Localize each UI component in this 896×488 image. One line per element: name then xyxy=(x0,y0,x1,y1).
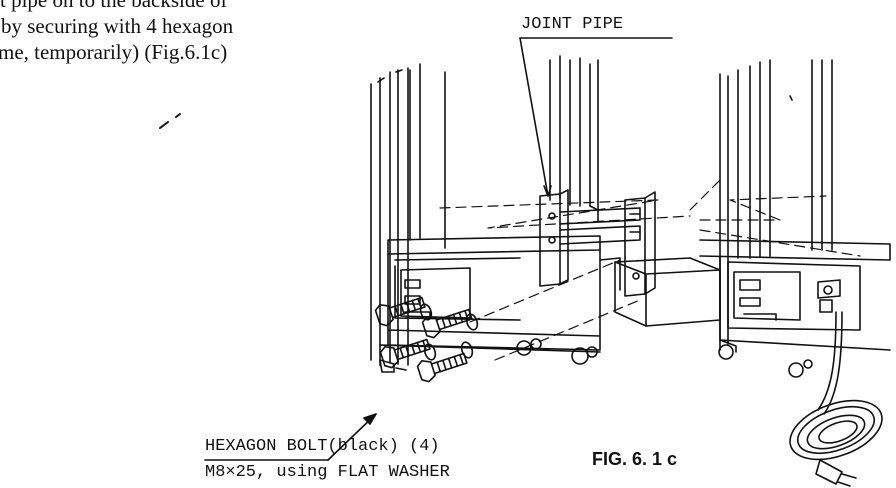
instruction-line-1: t pipe on to the backside of xyxy=(0,0,228,12)
hexagon-bolts xyxy=(374,296,479,383)
left-cabinet xyxy=(370,55,601,373)
figure-caption: FIG. 6. 1 c xyxy=(592,449,678,469)
right-cabinet xyxy=(699,59,891,378)
instruction-line-3: me, temporarily) (Fig.6.1c) xyxy=(0,40,228,64)
bolt-size-label: M8×25, using FLAT WASHER xyxy=(205,463,450,482)
instruction-line-2: by securing with 4 hexagon xyxy=(1,14,234,38)
hexagon-bolt-label: HEXAGON BOLT(black) (4) xyxy=(205,437,440,456)
joint-pipe-assembly xyxy=(539,189,656,297)
joint-pipe-leader xyxy=(519,37,549,197)
power-cord xyxy=(789,311,883,487)
instruction-text: t pipe on to the backside of by securing… xyxy=(0,0,233,65)
joint-pipe-label: JOINT PIPE xyxy=(521,15,624,34)
bolt-leader-arrow xyxy=(363,413,377,425)
assembly-guide-lines xyxy=(439,179,861,361)
